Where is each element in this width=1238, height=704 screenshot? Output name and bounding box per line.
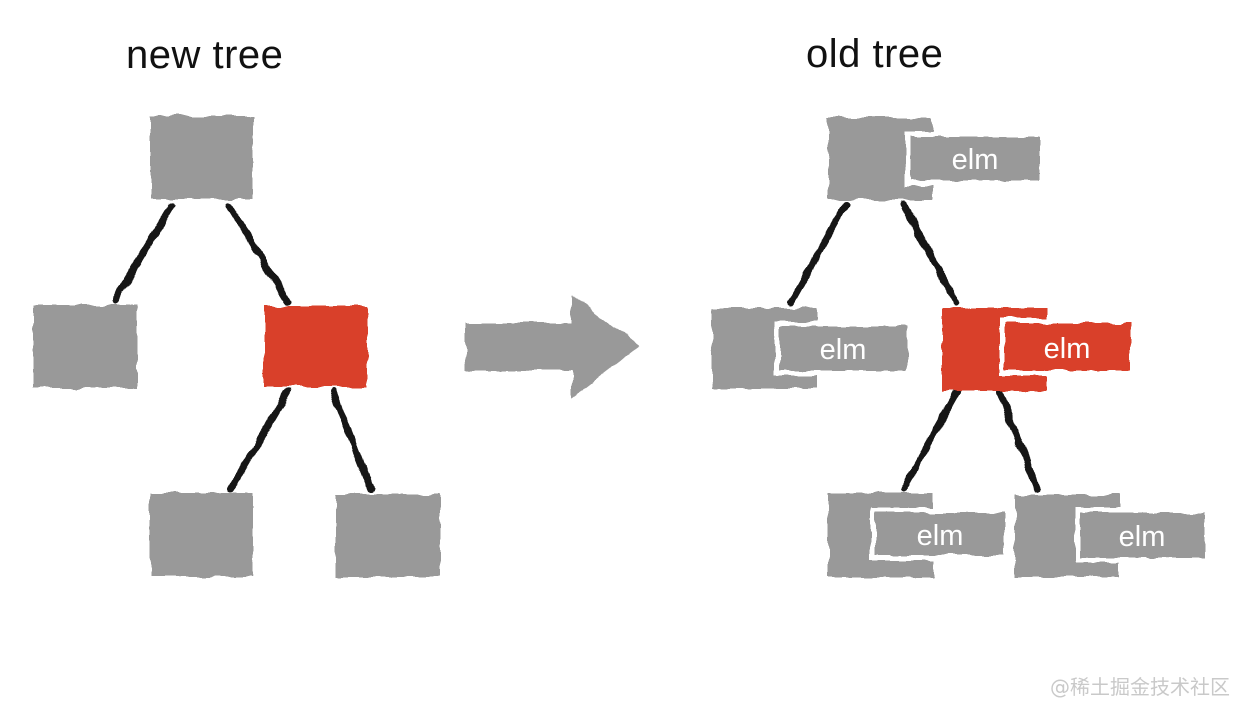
new-tree-left-child-node: [33, 305, 137, 388]
old-tree-bottom-left-elm-box: [870, 507, 1010, 561]
old-tree-edge-right-bottomright: [996, 388, 1041, 493]
new-tree-edge-root-left: [110, 201, 176, 305]
new-tree-group: [33, 116, 440, 577]
old-tree-bottom-right-elm-label: elm: [1119, 521, 1166, 553]
new-tree-right-child-node-highlighted: [264, 306, 367, 387]
right-arrow-icon: [465, 295, 640, 398]
watermark-text: @稀土掘金技术社区: [1050, 675, 1230, 699]
elm-labels-group: elm elm elm elm elm: [820, 144, 1166, 553]
new-tree-edge-root-right: [225, 201, 292, 306]
arrow-group: [465, 295, 640, 398]
old-tree-right-child-elm-label: elm: [1044, 333, 1091, 365]
new-tree-edge-right-bottomright: [329, 388, 375, 493]
new-tree-bottom-right-leaf-node: [336, 494, 440, 577]
new-tree-bottom-left-leaf-node: [150, 493, 253, 577]
old-tree-edge-root-right: [899, 201, 961, 307]
new-tree-edge-right-bottomleft: [227, 388, 292, 493]
old-tree-edge-right-bottomleft: [899, 388, 962, 493]
old-tree-right-child-elm-box: [999, 318, 1136, 376]
old-tree-bottom-right-elm-box: [1075, 507, 1210, 563]
new-tree-title: new tree: [126, 33, 284, 77]
old-tree-left-child-elm-label: elm: [820, 334, 867, 366]
old-tree-group: [712, 118, 1210, 577]
old-tree-left-child-elm-box: [774, 321, 913, 376]
old-tree-root-elm-box: [905, 131, 1045, 186]
old-tree-bottom-left-elm-label: elm: [917, 520, 964, 552]
new-tree-root-node: [150, 116, 253, 199]
old-tree-root-elm-label: elm: [952, 144, 999, 176]
old-tree-title: old tree: [806, 32, 944, 76]
old-tree-edge-root-left: [787, 201, 849, 306]
